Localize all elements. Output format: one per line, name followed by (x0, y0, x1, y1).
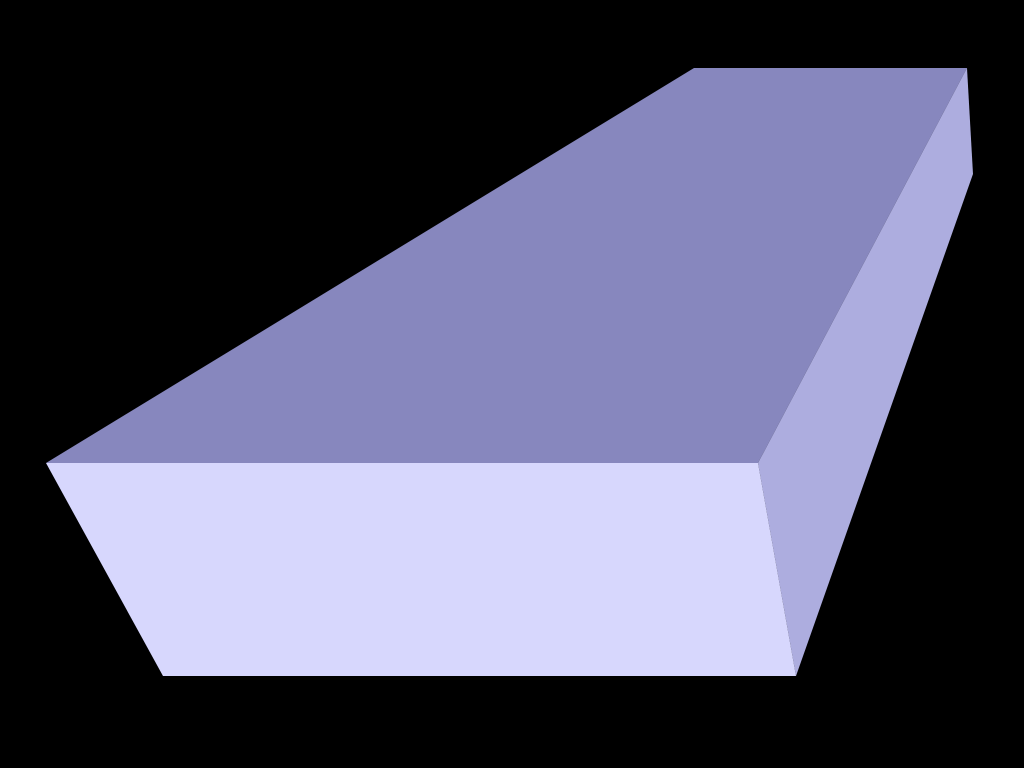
prism-top-face (46, 68, 967, 463)
prism-front-face (46, 463, 796, 676)
prism-side-face (758, 68, 973, 676)
truncated-prism (46, 68, 973, 676)
